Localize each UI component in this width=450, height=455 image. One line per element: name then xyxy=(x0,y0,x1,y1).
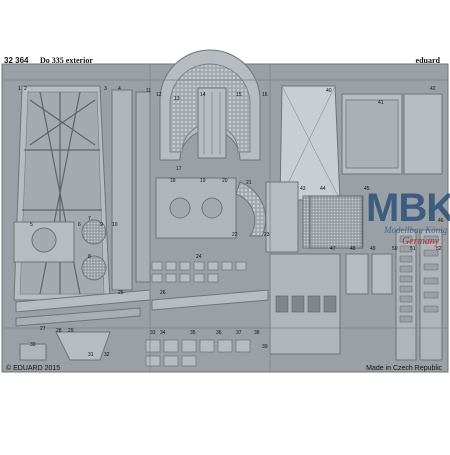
part-number-35: 35 xyxy=(190,330,196,336)
part-number-9: 9 xyxy=(100,222,103,228)
part-number-40: 40 xyxy=(326,88,332,94)
part-number-3: 3 xyxy=(104,86,107,92)
part-number-34: 34 xyxy=(160,330,166,336)
part-number-47: 47 xyxy=(330,246,336,252)
part-number-18: 18 xyxy=(170,178,176,184)
part-number-41: 41 xyxy=(378,100,384,106)
part-number-33: 33 xyxy=(150,330,156,336)
part-number-32: 32 xyxy=(104,352,110,358)
part-number-13: 13 xyxy=(174,96,180,102)
part-22 xyxy=(265,181,299,253)
part-number-1: 1 xyxy=(18,86,21,92)
part-number-22: 22 xyxy=(232,232,238,238)
part-number-12: 12 xyxy=(156,92,162,98)
part-number-52: 52 xyxy=(436,246,442,252)
part-8-grille xyxy=(81,255,107,281)
fret-code: 32 364 xyxy=(4,56,29,65)
part-number-49: 49 xyxy=(370,246,376,252)
fret-title: Do 335 exterior xyxy=(40,56,93,65)
watermark-logo: MBK xyxy=(366,186,450,230)
part-27-strip xyxy=(151,289,269,311)
part-number-29: 29 xyxy=(68,328,74,334)
part-number-45: 45 xyxy=(364,186,370,192)
part-24-row xyxy=(151,261,247,283)
brand-name: eduard xyxy=(415,56,440,65)
part-21-curve xyxy=(235,181,267,237)
part-number-51: 51 xyxy=(410,246,416,252)
part-number-14: 14 xyxy=(200,92,206,98)
part-number-44: 44 xyxy=(320,186,326,192)
part-number-38: 38 xyxy=(254,330,260,336)
part-number-4: 4 xyxy=(118,86,121,92)
part-number-25: 25 xyxy=(118,290,124,296)
part-4-strip xyxy=(111,89,133,291)
part-18-cluster xyxy=(155,177,237,239)
part-number-21: 21 xyxy=(246,180,252,186)
part-number-50: 50 xyxy=(392,246,398,252)
part-number-7: 7 xyxy=(88,216,91,222)
part-number-43: 43 xyxy=(300,186,306,192)
part-number-17: 17 xyxy=(176,166,182,172)
part-number-31: 31 xyxy=(88,352,94,358)
part-number-36: 36 xyxy=(216,330,222,336)
part-number-2: 2 xyxy=(24,86,27,92)
part-number-30: 30 xyxy=(30,342,36,348)
part-number-11: 11 xyxy=(146,88,151,94)
part-number-26: 26 xyxy=(160,290,166,296)
part-number-46: 46 xyxy=(438,218,444,224)
part-number-23: 23 xyxy=(264,232,270,238)
part-number-10: 10 xyxy=(112,222,118,228)
part-31 xyxy=(55,331,111,361)
part-number-42: 42 xyxy=(430,86,436,92)
part-number-16: 16 xyxy=(262,92,268,98)
part-7-grille xyxy=(81,219,107,245)
part-50-strip xyxy=(395,229,417,361)
part-number-28: 28 xyxy=(56,328,62,334)
part-number-39: 39 xyxy=(262,344,268,350)
part-number-15: 15 xyxy=(236,92,242,98)
watermark-line-2: Germany xyxy=(402,236,440,247)
part-number-27: 27 xyxy=(40,326,46,332)
part-49 xyxy=(371,253,393,295)
copyright-text: © EDUARD 2015 xyxy=(6,365,61,372)
origin-text: Made in Czech Republic xyxy=(366,365,442,372)
part-number-37: 37 xyxy=(236,330,242,336)
part-43-mesh xyxy=(302,195,364,249)
part-number-20: 20 xyxy=(222,178,228,184)
part-36-row xyxy=(145,339,251,367)
part-number-8: 8 xyxy=(88,254,91,260)
part-30 xyxy=(19,343,47,361)
part-number-48: 48 xyxy=(350,246,356,252)
part-number-24: 24 xyxy=(196,254,202,260)
part-number-6: 6 xyxy=(78,222,81,228)
watermark-line-1: Modellbau König xyxy=(384,225,448,235)
part-number-19: 19 xyxy=(200,178,206,184)
part-number-5: 5 xyxy=(30,222,33,228)
part-11-strip xyxy=(135,91,151,283)
part-48 xyxy=(345,253,369,295)
